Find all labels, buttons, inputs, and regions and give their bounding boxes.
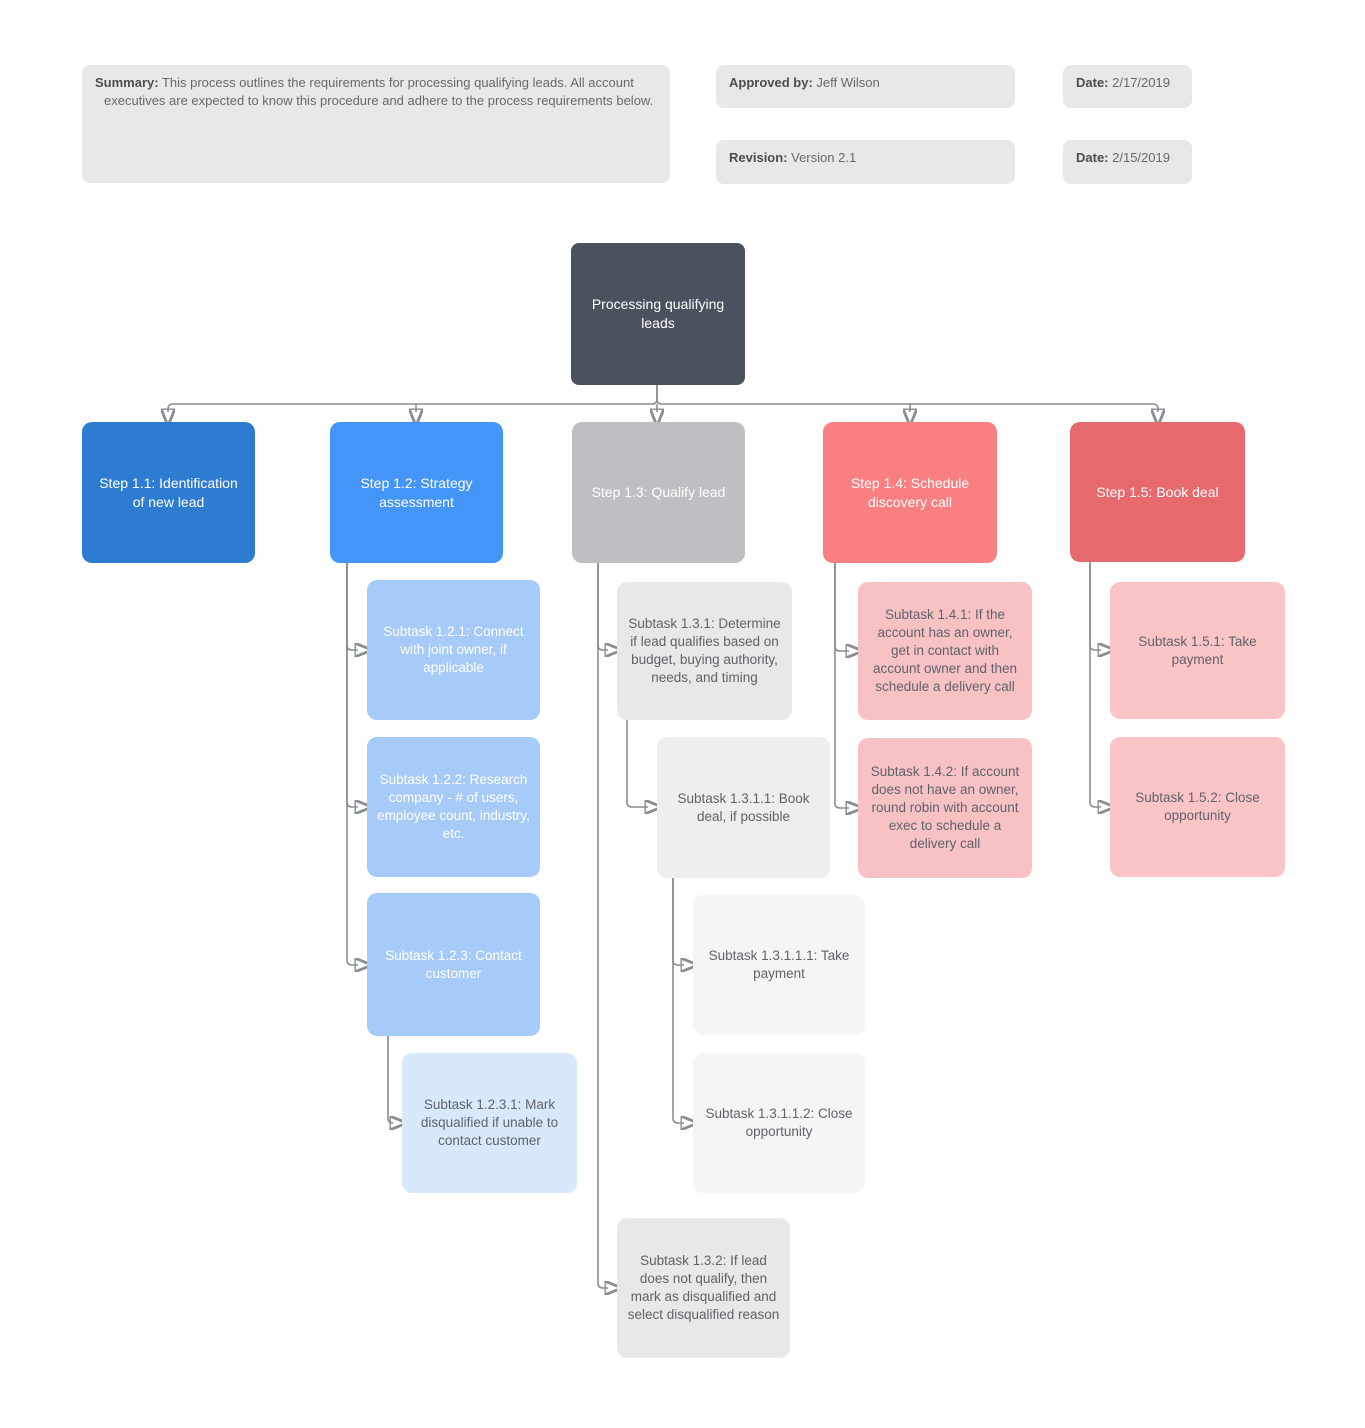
- node-subtask-1-2-3-1[interactable]: Subtask 1.2.3.1: Mark disqualified if un…: [402, 1053, 577, 1193]
- node-subtask-1-3-1-1-1-label: Subtask 1.3.1.1.1: Take payment: [708, 948, 850, 981]
- connector-12-123: [346, 563, 358, 965]
- node-subtask-1-4-2[interactable]: Subtask 1.4.2: If account does not have …: [858, 738, 1032, 878]
- node-root[interactable]: Processing qualifying leads: [571, 243, 745, 385]
- node-subtask-1-3-1-1-2-label: Subtask 1.3.1.1.2: Close opportunity: [705, 1106, 853, 1139]
- revision-date-label: Date:: [1076, 150, 1109, 165]
- connector-15-152: [1089, 562, 1101, 807]
- node-subtask-1-2-3[interactable]: Subtask 1.2.3: Contact customer: [367, 893, 540, 1036]
- node-subtask-1-5-1[interactable]: Subtask 1.5.1: Take payment: [1110, 582, 1285, 719]
- node-step-1-4[interactable]: Step 1.4: Schedule discovery call: [823, 422, 997, 563]
- connector-12-121: [346, 563, 358, 650]
- connector-15-151: [1089, 562, 1101, 650]
- summary-label: Summary:: [95, 75, 159, 90]
- approved-date-box[interactable]: Date: 2/17/2019: [1063, 65, 1192, 108]
- node-subtask-1-3-1-label: Subtask 1.3.1: Determine if lead qualifi…: [628, 616, 781, 685]
- node-subtask-1-2-1-label: Subtask 1.2.1: Connect with joint owner,…: [383, 624, 524, 675]
- connector-root-right: [656, 385, 1158, 412]
- node-subtask-1-5-2-label: Subtask 1.5.2: Close opportunity: [1135, 790, 1260, 823]
- approved-by-box[interactable]: Approved by: Jeff Wilson: [716, 65, 1015, 108]
- node-step-1-5[interactable]: Step 1.5: Book deal: [1070, 422, 1245, 562]
- node-subtask-1-5-2[interactable]: Subtask 1.5.2: Close opportunity: [1110, 737, 1285, 877]
- connector-root-left: [168, 385, 658, 412]
- approved-by-label: Approved by:: [729, 75, 813, 90]
- node-step-1-2-label: Step 1.2: Strategy assessment: [360, 474, 473, 510]
- node-subtask-1-4-1[interactable]: Subtask 1.4.1: If the account has an own…: [858, 582, 1032, 720]
- node-subtask-1-2-2[interactable]: Subtask 1.2.2: Research company - # of u…: [367, 737, 540, 877]
- node-subtask-1-3-2[interactable]: Subtask 1.3.2: If lead does not qualify,…: [617, 1218, 790, 1358]
- node-subtask-1-3-1[interactable]: Subtask 1.3.1: Determine if lead qualifi…: [617, 582, 792, 720]
- node-subtask-1-3-1-1-1[interactable]: Subtask 1.3.1.1.1: Take payment: [693, 895, 865, 1035]
- node-subtask-1-5-1-label: Subtask 1.5.1: Take payment: [1138, 633, 1257, 667]
- connector-1311-13111: [672, 878, 684, 965]
- revision-date-value: 2/15/2019: [1108, 150, 1170, 165]
- connector-12-122: [346, 563, 358, 807]
- approved-date-label: Date:: [1076, 75, 1109, 90]
- revision-date-box[interactable]: Date: 2/15/2019: [1063, 140, 1192, 184]
- node-step-1-1-label: Step 1.1: Identification of new lead: [99, 474, 238, 510]
- approved-by-value: Jeff Wilson: [812, 75, 880, 90]
- revision-label: Revision:: [729, 150, 788, 165]
- node-subtask-1-3-1-1-2[interactable]: Subtask 1.3.1.1.2: Close opportunity: [693, 1053, 865, 1193]
- revision-value: Version 2.1: [787, 150, 857, 165]
- approved-date-value: 2/17/2019: [1108, 75, 1170, 90]
- node-step-1-2[interactable]: Step 1.2: Strategy assessment: [330, 422, 503, 563]
- connector-1311-13112: [672, 878, 684, 1123]
- connector-123-1231: [387, 1036, 393, 1123]
- summary-text: Summary: This process outlines the requi…: [95, 75, 654, 108]
- node-subtask-1-2-3-1-label: Subtask 1.2.3.1: Mark disqualified if un…: [420, 1097, 559, 1148]
- connector-14-142: [834, 563, 849, 808]
- connector-14-141: [834, 563, 849, 651]
- connector-13-131: [597, 563, 608, 650]
- connector-131-1311: [626, 720, 648, 807]
- node-step-1-3[interactable]: Step 1.3: Qualify lead: [572, 422, 745, 563]
- node-step-1-1[interactable]: Step 1.1: Identification of new lead: [82, 422, 255, 563]
- node-subtask-1-3-1-1-label: Subtask 1.3.1.1: Book deal, if possible: [677, 790, 810, 824]
- node-subtask-1-4-1-label: Subtask 1.4.1: If the account has an own…: [872, 607, 1018, 694]
- revision-box[interactable]: Revision: Version 2.1: [716, 140, 1015, 184]
- node-subtask-1-3-2-label: Subtask 1.3.2: If lead does not qualify,…: [627, 1253, 780, 1322]
- node-step-1-3-label: Step 1.3: Qualify lead: [591, 484, 726, 500]
- summary-box[interactable]: Summary: This process outlines the requi…: [82, 65, 670, 183]
- node-subtask-1-2-1[interactable]: Subtask 1.2.1: Connect with joint owner,…: [367, 580, 540, 720]
- node-subtask-1-2-2-label: Subtask 1.2.2: Research company - # of u…: [377, 772, 530, 841]
- connector-13-132: [597, 563, 608, 1288]
- node-subtask-1-3-1-1[interactable]: Subtask 1.3.1.1: Book deal, if possible: [657, 737, 830, 878]
- node-step-1-5-label: Step 1.5: Book deal: [1096, 483, 1219, 500]
- node-step-1-4-label: Step 1.4: Schedule discovery call: [850, 474, 970, 510]
- node-subtask-1-4-2-label: Subtask 1.4.2: If account does not have …: [870, 764, 1020, 851]
- node-subtask-1-2-3-label: Subtask 1.2.3: Contact customer: [385, 947, 522, 981]
- node-root-label: Processing qualifying leads: [591, 296, 725, 331]
